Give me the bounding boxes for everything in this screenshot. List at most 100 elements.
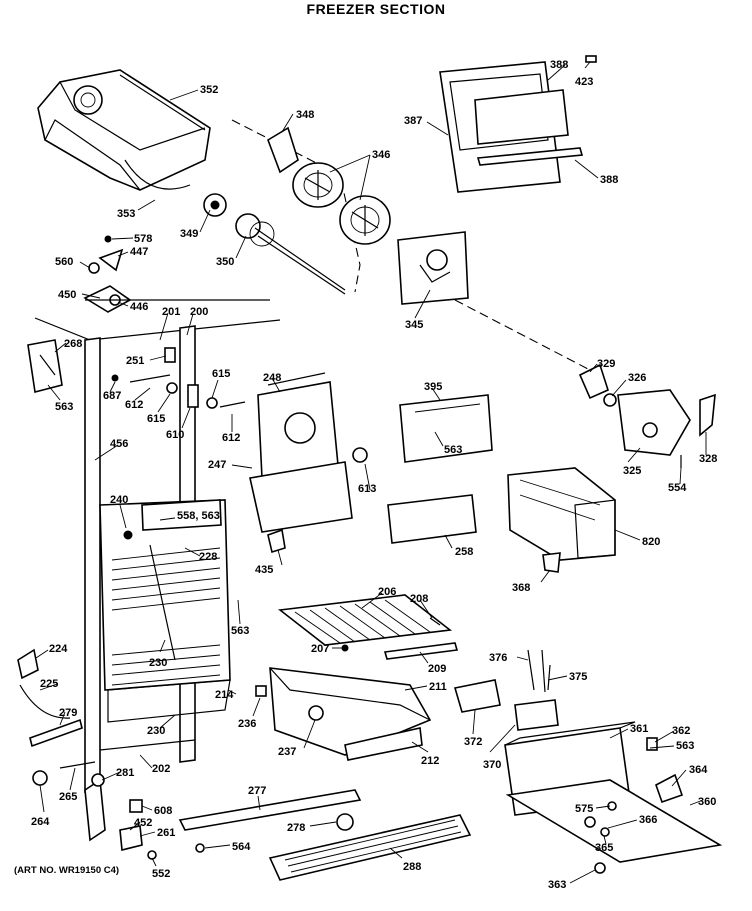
callout-251: 251 xyxy=(126,355,144,367)
callout-278: 278 xyxy=(287,822,305,834)
callout-206: 206 xyxy=(378,586,396,598)
callout-575: 575 xyxy=(575,803,593,815)
callout-563-panel: 563 xyxy=(444,444,462,456)
callout-328: 328 xyxy=(699,453,717,465)
callout-368: 368 xyxy=(512,582,530,594)
callout-446: 446 xyxy=(130,301,148,313)
callout-364: 364 xyxy=(689,764,708,776)
callout-labels: 352 348 346 353 349 350 387 388 423 388 … xyxy=(31,59,717,891)
dispenser-door xyxy=(439,55,597,193)
callout-563-mid: 563 xyxy=(231,625,249,637)
dashed-axis xyxy=(454,299,591,371)
callout-225: 225 xyxy=(40,678,58,690)
callout-349: 349 xyxy=(180,228,198,240)
callout-558-563: 558, 563 xyxy=(177,510,220,522)
callout-268: 268 xyxy=(64,338,82,350)
callout-353: 353 xyxy=(117,208,135,220)
callout-395: 395 xyxy=(424,381,442,393)
callout-346: 346 xyxy=(372,149,390,161)
callout-687: 687 xyxy=(103,390,121,402)
callout-360: 360 xyxy=(698,796,716,808)
dashed-bracket xyxy=(231,119,361,293)
small-clip xyxy=(542,552,561,573)
callout-560: 560 xyxy=(55,256,73,268)
callout-247: 247 xyxy=(208,459,226,471)
callout-236: 236 xyxy=(238,718,256,730)
wire-shelf xyxy=(277,594,459,660)
callout-615-right: 615 xyxy=(212,368,230,380)
callout-350: 350 xyxy=(216,256,234,268)
callout-608: 608 xyxy=(154,805,172,817)
crusher-blades xyxy=(267,126,391,245)
fan-shroud xyxy=(249,372,368,554)
callout-345: 345 xyxy=(405,319,423,331)
callout-387: 387 xyxy=(404,115,422,127)
callout-240: 240 xyxy=(110,494,128,506)
callout-362: 362 xyxy=(672,725,690,737)
callout-228: 228 xyxy=(199,551,217,563)
callout-612-left: 612 xyxy=(125,399,143,411)
control-panel xyxy=(399,394,493,463)
duct-cover xyxy=(387,494,477,544)
callout-329: 329 xyxy=(597,358,615,370)
callout-554: 554 xyxy=(668,482,687,494)
callout-613: 613 xyxy=(358,483,376,495)
callout-200: 200 xyxy=(190,306,208,318)
callout-281: 281 xyxy=(116,767,134,779)
callout-563-right: 563 xyxy=(676,740,694,752)
callout-376: 376 xyxy=(489,652,507,664)
machine-compartment xyxy=(453,649,723,874)
callout-388-bottom: 388 xyxy=(600,174,618,186)
callout-211: 211 xyxy=(429,681,447,693)
callout-388-top: 388 xyxy=(550,59,568,71)
callout-435: 435 xyxy=(255,564,273,576)
ice-bucket xyxy=(37,69,211,191)
callout-237: 237 xyxy=(278,746,296,758)
callout-264: 264 xyxy=(31,816,50,828)
callout-615-left: 615 xyxy=(147,413,165,425)
callout-452: 452 xyxy=(134,817,152,829)
callout-375: 375 xyxy=(569,671,587,683)
mounting-plate xyxy=(397,231,469,305)
callout-578: 578 xyxy=(134,233,152,245)
leader-lines xyxy=(35,61,707,884)
callout-363: 363 xyxy=(548,879,566,891)
callout-456: 456 xyxy=(110,438,128,450)
callout-564: 564 xyxy=(232,841,251,853)
art-number: (ART NO. WR19150 C4) xyxy=(14,865,120,876)
callout-214: 214 xyxy=(215,689,234,701)
callout-258: 258 xyxy=(455,546,473,558)
callout-265: 265 xyxy=(59,791,77,803)
callout-365: 365 xyxy=(595,842,613,854)
callout-209: 209 xyxy=(428,663,446,675)
callout-230-bottom: 230 xyxy=(147,725,165,737)
callout-207: 207 xyxy=(311,643,329,655)
diagram-title: FREEZER SECTION xyxy=(306,1,446,17)
callout-612-right: 612 xyxy=(222,432,240,444)
callout-366: 366 xyxy=(639,814,657,826)
callout-224: 224 xyxy=(49,643,68,655)
callout-372: 372 xyxy=(464,736,482,748)
callout-450: 450 xyxy=(58,289,76,301)
callout-325: 325 xyxy=(623,465,641,477)
evaporator-panel xyxy=(99,499,231,723)
callout-370: 370 xyxy=(483,759,501,771)
callout-208: 208 xyxy=(410,593,428,605)
callout-563-left: 563 xyxy=(55,401,73,413)
callout-552: 552 xyxy=(152,868,170,880)
callout-352: 352 xyxy=(200,84,218,96)
bottom-rails xyxy=(119,789,472,881)
callout-288: 288 xyxy=(403,861,421,873)
callout-361: 361 xyxy=(630,723,648,735)
callout-261: 261 xyxy=(157,827,175,839)
drain-parts xyxy=(17,648,105,787)
auger-assembly xyxy=(203,193,346,295)
callout-610: 610 xyxy=(166,429,184,441)
callout-447: 447 xyxy=(130,246,148,258)
icemaker-motor xyxy=(578,363,716,468)
callout-348: 348 xyxy=(296,109,314,121)
callout-279: 279 xyxy=(59,707,77,719)
callout-326: 326 xyxy=(628,372,646,384)
